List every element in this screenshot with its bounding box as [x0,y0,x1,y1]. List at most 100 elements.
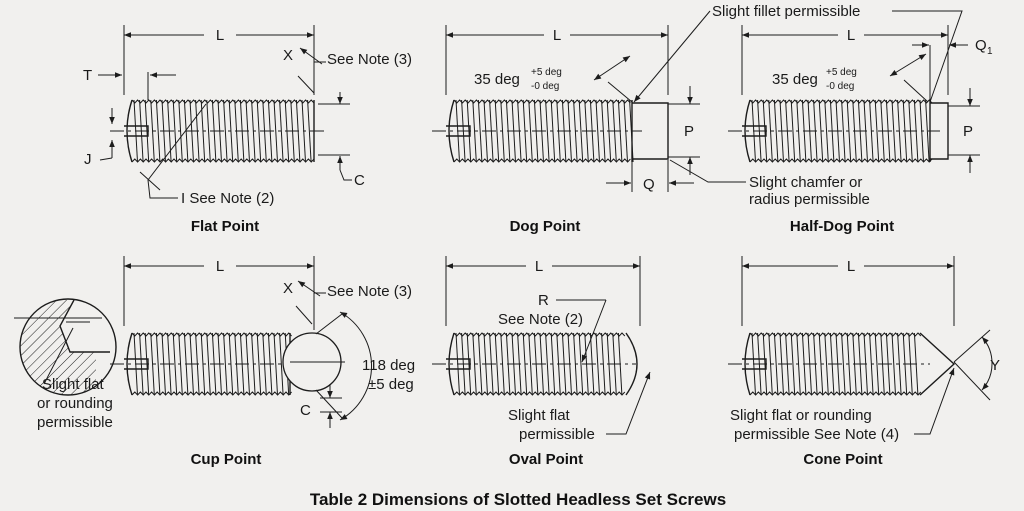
flat-T-label: T [83,67,92,84]
halfdog-Q1-subscript: 1 [987,46,993,57]
thread-line [874,99,880,163]
halfdog-tol-minus: -0 deg [826,81,854,92]
thread-line [472,332,477,396]
cone-screw-body [728,332,956,396]
halfdog-L-label: L [847,27,855,44]
thread-line [818,99,824,163]
chamfer-note-line1: Slight chamfer or [749,174,862,191]
thread-line [773,99,779,163]
thread-line [545,332,550,396]
thread-line [206,332,211,396]
flat-X-arrow [299,47,323,65]
cup-angle-line-bottom [315,389,343,419]
dog-P-label: P [684,123,694,140]
thread-line [790,99,796,163]
cup-point-figure: Slight flat or rounding permissible L X … [14,256,415,468]
dog-screw-body [432,99,669,163]
thread-line [891,332,896,396]
thread-line [223,99,228,163]
half-dog-screw-body [728,99,949,163]
thread-line [477,99,483,163]
thread-line [595,99,600,163]
thread-line [578,99,584,163]
flat-point-figure: L T X See Note (3) J C I See Note (2) Fl… [83,25,412,235]
cup-flat-line2: or rounding [37,395,113,412]
half-dog-point-caption: Half-Dog Point [790,218,894,235]
thread-line [279,332,284,396]
thread-line [528,99,533,163]
dog-angle-leader [607,81,633,103]
flat-C-leader [339,169,352,181]
cone-Y-arc [981,336,993,391]
cup-detail-circle [14,298,117,396]
cone-point-figure: L Y Slight flat or rounding permissible … [728,256,1000,468]
dog-point-caption: Dog Point [510,218,581,235]
oval-flat-line1: Slight flat [508,407,571,424]
cup-angle-arc [339,311,373,421]
chamfer-note-line2: radius permissible [749,191,870,208]
flat-I-leader [147,103,207,199]
cone-Y-line-top [953,329,991,363]
halfdog-angle-leader [903,79,929,103]
dog-L-label: L [553,27,561,44]
thread-line [256,332,262,396]
cup-X-label: X [283,280,293,297]
oval-flat-leader [606,371,651,435]
cup-X-arrow [297,280,321,297]
thread-line [925,99,930,163]
cone-Y-line-bottom [953,361,991,401]
thread-line [273,99,278,163]
thread-line [773,332,779,396]
cone-point-caption: Cone Point [803,451,882,468]
oval-point-figure: L R See Note (2) Slight flat permissible… [432,256,651,468]
cup-flat-line1: Slight flat [42,376,105,393]
thread-line [768,332,773,396]
oval-L-label: L [535,258,543,275]
cone-flat-line2: permissible See Note (4) [734,426,899,443]
thread-line [206,99,211,163]
shared-notes: Slight fillet permissible Slight chamfer… [633,3,963,208]
oval-point-caption: Oval Point [509,451,583,468]
thread-line [601,332,606,396]
thread-line [472,99,477,163]
thread-line [155,99,161,163]
cup-screw-body [110,332,300,396]
fillet-leader-halfdog [892,10,963,103]
thread-line [223,332,228,396]
oval-R-label: R [538,292,549,309]
thread-line [172,332,178,396]
cup-point-caption: Cup Point [191,451,262,468]
thread-line [601,99,606,163]
thread-line [528,332,533,396]
thread-line [891,99,896,163]
cup-angle-tol: ±5 deg [368,376,414,393]
flat-X-label: X [283,47,293,64]
oval-see-note-2: See Note (2) [498,311,583,328]
flat-J-label: J [84,151,92,168]
cup-see-note-3: See Note (3) [327,283,412,300]
thread-line [279,99,284,163]
cup-X-leader [295,305,313,325]
oval-screw-body [432,332,638,396]
cone-Y-label: Y [990,357,1000,374]
flat-point-caption: Flat Point [191,218,259,235]
thread-line [256,99,262,163]
flat-see-note-3: See Note (3) [327,51,412,68]
thread-line [150,99,155,163]
thread-line [172,99,178,163]
cup-flat-line3: permissible [37,414,113,431]
thread-line [578,332,584,396]
halfdog-P-label: P [963,123,973,140]
oval-flat-line2: permissible [519,426,595,443]
cone-flat-line1: Slight flat or rounding [730,407,872,424]
cup-L-label: L [216,258,224,275]
thread-line [841,99,846,163]
flat-X-leader [297,75,315,94]
thread-line [545,99,550,163]
flat-I-note: I See Note (2) [181,190,274,207]
thread-line [307,99,312,163]
flat-J-leader [99,157,113,161]
halfdog-tol-plus: +5 deg [826,67,857,78]
